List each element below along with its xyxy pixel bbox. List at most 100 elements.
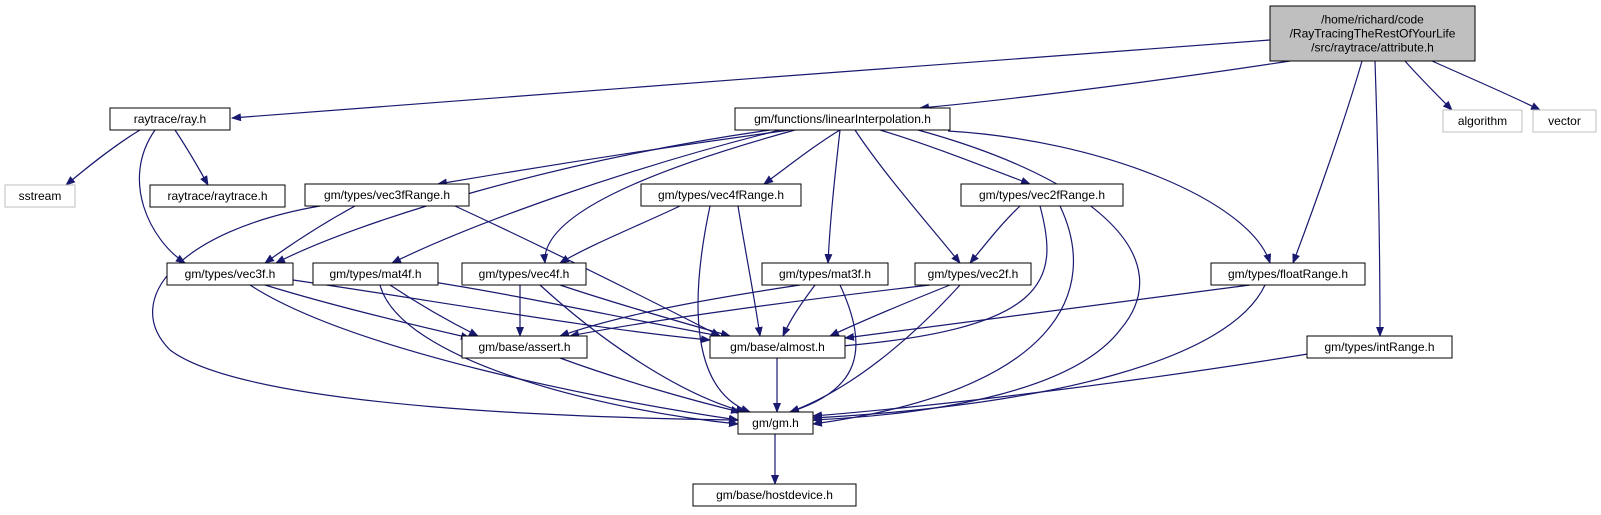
node-sstream: sstream [4, 184, 76, 208]
node-vec3f[interactable]: gm/types/vec3f.h [166, 262, 294, 286]
edge-vec3f-to-assert [264, 284, 471, 340]
edge-linearInterp-to-vec3f [275, 129, 771, 264]
node-assert[interactable]: gm/base/assert.h [461, 335, 588, 359]
node-vec4f[interactable]: gm/types/vec4f.h [461, 262, 587, 286]
node-linearInterp[interactable]: gm/functions/linearInterpolation.h [734, 107, 951, 131]
node-label-vec3f: gm/types/vec3f.h [185, 267, 276, 281]
node-box-raytraceh [149, 184, 286, 208]
edge-attribute-to-linearInterp [919, 60, 1291, 112]
node-label-intRange: gm/types/intRange.h [1324, 340, 1434, 354]
node-raytraceh[interactable]: raytrace/raytrace.h [149, 184, 286, 208]
node-box-hostdevice [692, 483, 857, 507]
node-label-almost: gm/base/almost.h [730, 340, 825, 354]
node-box-gm [737, 411, 814, 435]
edge-linearInterp-to-vec2fRange [879, 129, 1031, 185]
node-mat3f[interactable]: gm/types/mat3f.h [761, 262, 889, 286]
node-box-sstream [4, 184, 76, 208]
node-vec2fRange[interactable]: gm/types/vec2fRange.h [960, 183, 1124, 207]
edge-mat3f-to-assert [559, 284, 801, 337]
edge-linearInterp-to-vec3fRange [437, 129, 791, 187]
node-box-vec3f [166, 262, 294, 286]
node-vector: vector [1532, 109, 1597, 133]
node-attribute[interactable]: /home/richard/code/RayTracingTheRestOfYo… [1269, 5, 1476, 62]
node-box-intRange [1306, 335, 1453, 359]
node-intRange[interactable]: gm/types/intRange.h [1306, 335, 1453, 359]
edge-mat4f-to-gm [379, 284, 739, 428]
node-box-floatRange [1210, 262, 1366, 286]
node-vec2f[interactable]: gm/types/vec2f.h [914, 262, 1032, 286]
node-label-linearInterp: gm/functions/linearInterpolation.h [754, 112, 931, 126]
node-label-mat3f: gm/types/mat3f.h [779, 267, 871, 281]
node-label-vector: vector [1548, 114, 1581, 128]
edge-ray-to-sstream [65, 129, 141, 186]
node-label-ray: raytrace/ray.h [134, 112, 206, 126]
nodes-layer: /home/richard/code/RayTracingTheRestOfYo… [4, 5, 1597, 507]
edge-linearInterp-to-vec4f [540, 129, 796, 264]
edge-vec4fRange-to-almost [737, 205, 763, 337]
node-box-vec4fRange [640, 183, 802, 207]
node-almost[interactable]: gm/base/almost.h [709, 335, 846, 359]
node-label-raytraceh: raytrace/raytrace.h [167, 189, 267, 203]
node-label-sstream: sstream [19, 189, 62, 203]
edge-vec2fRange-to-gm [812, 205, 1074, 427]
node-label-vec3fRange: gm/types/vec3fRange.h [324, 188, 450, 202]
edge-vec2fRange-to-vec2f [969, 205, 1021, 264]
edge-attribute-to-vector [1431, 60, 1541, 111]
edge-vec4f-to-almost [559, 284, 731, 338]
node-label-vec2f: gm/types/vec2f.h [928, 267, 1019, 281]
node-box-vec2f [914, 262, 1032, 286]
node-box-mat3f [761, 262, 889, 286]
node-box-algorithm [1442, 109, 1523, 133]
edge-linearInterp-to-vec2f [854, 129, 961, 264]
node-label-vec2fRange: gm/types/vec2fRange.h [979, 188, 1105, 202]
edge-vec3f-to-gm [249, 284, 739, 423]
node-label-attribute-line-1: /RayTracingTheRestOfYourLife [1290, 27, 1456, 41]
edge-mat3f-to-almost [782, 284, 816, 337]
node-vec4fRange[interactable]: gm/types/vec4fRange.h [640, 183, 802, 207]
edge-vec2f-to-assert [569, 284, 931, 339]
node-box-vector [1532, 109, 1597, 133]
node-label-hostdevice: gm/base/hostdevice.h [716, 488, 833, 502]
edge-linearInterp-to-mat4f [391, 129, 781, 264]
edge-vec3fRange-to-gm [152, 205, 739, 424]
edge-attribute-to-ray [231, 39, 1271, 122]
edge-ray-to-vec3f [138, 129, 186, 264]
node-label-vec4fRange: gm/types/vec4fRange.h [658, 188, 784, 202]
edge-attribute-to-floatRange [1292, 60, 1363, 264]
node-floatRange[interactable]: gm/types/floatRange.h [1210, 262, 1366, 286]
edge-vec2f-to-gm [789, 284, 961, 413]
node-label-assert: gm/base/assert.h [478, 340, 570, 354]
edge-linearInterp-to-floatRange [947, 130, 1272, 264]
edge-floatRange-to-almost [844, 284, 1251, 341]
node-label-mat4f: gm/types/mat4f.h [329, 267, 421, 281]
node-vec3fRange[interactable]: gm/types/vec3fRange.h [304, 183, 470, 207]
edge-ray-to-raytraceh [174, 129, 209, 186]
edge-vec3fRange-to-vec3f [264, 205, 356, 264]
edge-linearInterp-to-vec4fRange [763, 129, 841, 185]
node-label-attribute-line-0: /home/richard/code [1321, 13, 1424, 27]
node-box-assert [461, 335, 588, 359]
edge-mat4f-to-assert [389, 284, 479, 337]
edge-floatRange-to-gm [812, 284, 1266, 422]
node-label-floatRange: gm/types/floatRange.h [1228, 267, 1348, 281]
edge-linearInterp-to-mat3f [824, 129, 841, 264]
edge-vec4fRange-to-vec4f [559, 205, 681, 264]
node-hostdevice[interactable]: gm/base/hostdevice.h [692, 483, 857, 507]
edge-vec2f-to-almost [829, 284, 951, 337]
node-label-gm: gm/gm.h [752, 416, 799, 430]
node-box-attribute [1269, 5, 1476, 62]
edge-vec3fRange-to-almost [454, 205, 721, 337]
edge-intRange-to-gm [812, 351, 1321, 420]
node-box-vec4f [461, 262, 587, 286]
edge-vec4fRange-to-gm [697, 205, 751, 413]
node-ray[interactable]: raytrace/ray.h [109, 107, 231, 131]
node-box-almost [709, 335, 846, 359]
node-mat4f[interactable]: gm/types/mat4f.h [312, 262, 439, 286]
node-label-vec4f: gm/types/vec4f.h [479, 267, 570, 281]
node-gm[interactable]: gm/gm.h [737, 411, 814, 435]
node-box-ray [109, 107, 231, 131]
edge-vec3f-to-almost [292, 279, 711, 344]
node-label-attribute-line-2: /src/raytrace/attribute.h [1311, 41, 1434, 55]
node-box-vec3fRange [304, 183, 470, 207]
